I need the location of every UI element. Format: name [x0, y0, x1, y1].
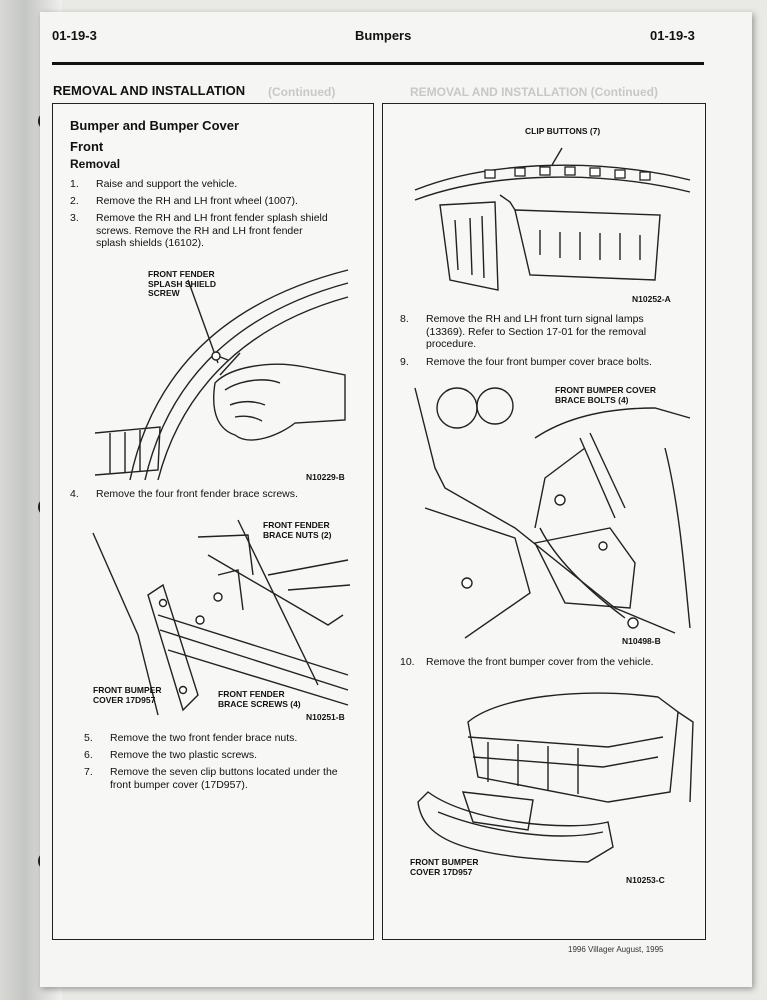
step-number: 10.	[400, 656, 415, 668]
right-content-panel	[382, 103, 706, 940]
step-number: 8.	[400, 313, 409, 325]
step-7: 7. Remove the seven clip buttons located…	[84, 766, 369, 794]
callout-brace-nuts: FRONT FENDER BRACE NUTS (2)	[263, 520, 332, 540]
step-number: 7.	[84, 766, 93, 778]
section-title: REMOVAL AND INSTALLATION	[53, 83, 246, 98]
step-3: 3. Remove the RH and LH front fender spl…	[70, 212, 365, 252]
step-text: Remove the two front fender brace nuts.	[110, 732, 298, 744]
step-text: splash shields (16102).	[96, 237, 204, 249]
step-number: 4.	[70, 488, 79, 500]
step-2: 2. Remove the RH and LH front wheel (100…	[70, 195, 360, 209]
step-10: 10. Remove the front bumper cover from t…	[400, 656, 695, 670]
callout-bumper-cover-removed: FRONT BUMPER COVER 17D957	[410, 857, 479, 877]
step-number: 6.	[84, 749, 93, 761]
figure-id: N10229-B	[306, 472, 345, 482]
header-chapter-title: Bumpers	[355, 28, 412, 43]
callout-clip-buttons: CLIP BUTTONS (7)	[525, 126, 601, 136]
subheading-removal: Removal	[70, 157, 121, 171]
callout-bumper-cover: FRONT BUMPER COVER 17D957	[93, 685, 162, 705]
figure-splash-shield-screw	[94, 269, 349, 481]
step-5: 5. Remove the two front fender brace nut…	[84, 732, 364, 746]
step-text: front bumper cover (17D957).	[110, 778, 248, 791]
callout-brace-screws: FRONT FENDER BRACE SCREWS (4)	[218, 689, 301, 709]
step-number: 2.	[70, 195, 79, 207]
footer-edition: 1996 Villager August, 1995	[568, 945, 664, 954]
step-text: Remove the four front bumper cover brace…	[426, 356, 652, 368]
left-content-panel	[52, 103, 374, 940]
figure-id: N10252-A	[632, 294, 671, 304]
figure-id: N10253-C	[626, 875, 665, 885]
step-text: Remove the RH and LH front turn signal l…	[426, 313, 644, 325]
step-number: 9.	[400, 356, 409, 368]
step-text: Remove the two plastic screws.	[110, 749, 258, 761]
figure-fender-brace	[92, 519, 351, 716]
step-1: 1. Raise and support the vehicle.	[70, 178, 360, 192]
step-6: 6. Remove the two plastic screws.	[84, 749, 364, 763]
step-number: 5.	[84, 732, 93, 744]
step-4: 4. Remove the four front fender brace sc…	[70, 488, 360, 502]
step-text: Remove the front bumper cover from the v…	[426, 656, 654, 668]
step-number: 1.	[70, 178, 79, 190]
callout-splash-shield-screw: FRONT FENDER SPLASH SHIELD SCREW	[148, 269, 217, 298]
header-page-number-left: 01-19-3	[52, 28, 97, 43]
figure-id: N10498-B	[622, 636, 661, 646]
step-number: 3.	[70, 212, 79, 224]
figure-clip-buttons	[414, 147, 691, 291]
step-8: 8. Remove the RH and LH front turn signa…	[400, 313, 695, 353]
step-text: Remove the four front fender brace screw…	[96, 488, 298, 500]
header-page-number-right: 01-19-3	[650, 28, 695, 43]
figure-bumper-cover-removed	[417, 692, 694, 863]
step-text: Raise and support the vehicle.	[96, 178, 238, 190]
step-9: 9. Remove the four front bumper cover br…	[400, 356, 695, 370]
heading-bumper-cover: Bumper and Bumper Cover	[70, 118, 240, 133]
step-text: Remove the RH and LH front wheel (1007).	[96, 195, 298, 207]
bleed-through-text: REMOVAL AND INSTALLATION (Continued)	[410, 85, 658, 99]
header-rule	[52, 62, 704, 65]
step-text: screws. Remove the RH and LH front fende…	[96, 224, 303, 237]
callout-brace-bolts: FRONT BUMPER COVER BRACE BOLTS (4)	[555, 385, 657, 405]
bleed-through-text: (Continued)	[268, 85, 336, 99]
figure-brace-bolts	[414, 387, 691, 639]
step-text: Remove the RH and LH front fender splash…	[96, 212, 328, 224]
step-text: (13369). Refer to Section 17-01 for the …	[426, 325, 647, 338]
step-text: Remove the seven clip buttons located un…	[110, 766, 338, 778]
subheading-front: Front	[70, 139, 104, 154]
figure-id: N10251-B	[306, 712, 345, 722]
step-text: procedure.	[426, 338, 477, 350]
